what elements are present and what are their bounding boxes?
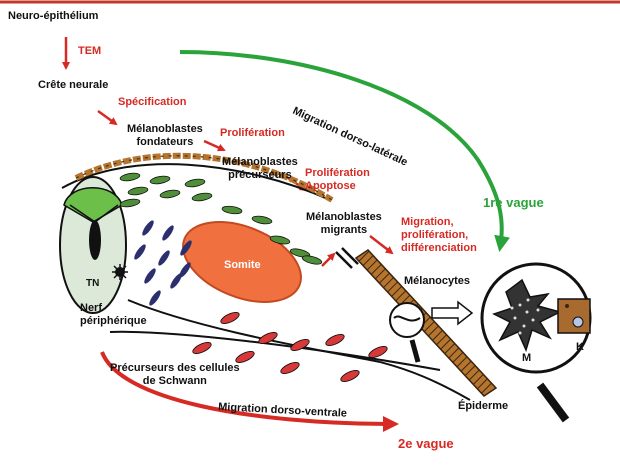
precursor-melanoblasts-label: Mélanoblastes précurseurs	[222, 156, 298, 182]
melanocytes-label: Mélanocytes	[404, 275, 470, 288]
founder-melanoblasts-label: Mélanoblastes fondateurs	[127, 123, 203, 149]
arrow-specification	[98, 111, 116, 124]
proliferation-apoptosis-label: Prolifération Apoptose	[305, 167, 370, 193]
zoom-arrow-icon	[432, 302, 472, 324]
tem-label: TEM	[78, 45, 101, 58]
epidermis-label: Épiderme	[458, 400, 508, 413]
k-label: K	[576, 341, 584, 353]
m-label: M	[522, 352, 531, 364]
arrow-migration	[370, 236, 392, 253]
neural-tube	[60, 177, 126, 313]
keratinocyte-cell	[558, 299, 590, 333]
arrow-proliferation	[204, 141, 224, 150]
schwann-precursors-label: Précurseurs des cellules de Schwann	[110, 362, 240, 388]
wave1-label: 1re vague	[483, 196, 544, 209]
epidermis-band	[356, 250, 496, 396]
arrow-to-epidermis	[322, 254, 334, 266]
dorsolateral-label: Migration dorso-latérale	[291, 105, 410, 169]
peripheral-nerve-label: Nerf périphérique	[80, 302, 147, 328]
tn-label: TN	[86, 278, 99, 289]
small-magnifier-icon	[390, 303, 424, 362]
dorsal-root-ganglion-icon	[112, 264, 128, 280]
migration-prolif-diff-label: Migration, prolifération, différenciatio…	[401, 216, 477, 255]
neural-crest-label: Crête neurale	[38, 79, 108, 92]
schwann-precursor-cells	[132, 219, 193, 307]
migrating-melanoblasts-label: Mélanoblastes migrants	[306, 211, 382, 237]
specification-label: Spécification	[118, 96, 186, 109]
wave2-label: 2e vague	[398, 437, 454, 450]
proliferation-label: Prolifération	[220, 127, 285, 140]
neuro-epithelium-label: Neuro-épithélium	[8, 10, 98, 23]
barrier-mark	[336, 248, 358, 268]
large-magnifier-icon	[482, 264, 590, 420]
somite-label: Somite	[224, 259, 261, 271]
